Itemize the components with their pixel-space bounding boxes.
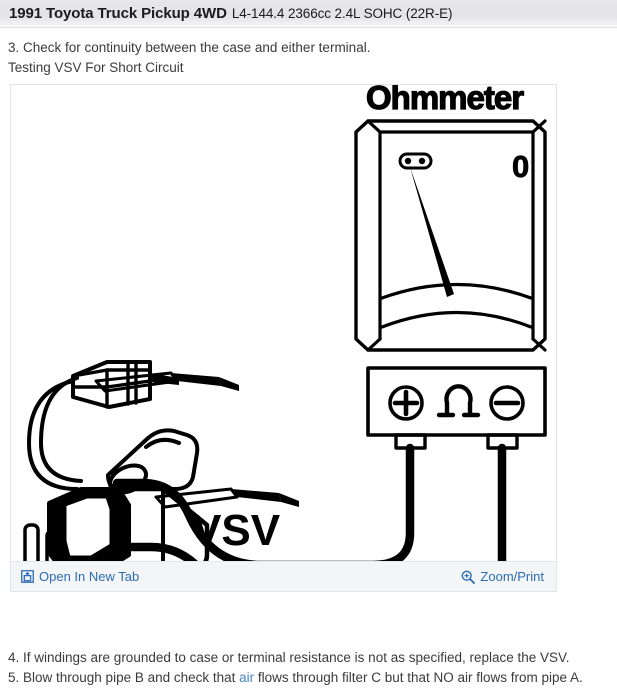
step-5-keyword-air: air (239, 670, 255, 685)
zoom-print-label: Zoom/Print (480, 569, 544, 584)
zoom-print-button[interactable]: Zoom/Print (461, 569, 544, 584)
steps-above-figure: 3. Check for continuity between the case… (8, 38, 608, 78)
step-5-text: 5. Blow through pipe B and check that ai… (8, 668, 613, 688)
meter-minus-terminal (489, 385, 525, 421)
figure-caption: Testing VSV For Short Circuit (8, 60, 184, 75)
open-in-new-tab-label: Open In New Tab (39, 569, 140, 584)
vsv-label: VSV (192, 506, 281, 555)
external-window-icon (21, 570, 34, 583)
magnifier-plus-icon (461, 570, 476, 584)
ohm-symbol (436, 384, 481, 418)
figure-image[interactable]: Ohmmeter 0 (11, 85, 556, 561)
step-4-pre: 4. If windings are grounded to case or t… (8, 650, 570, 665)
steps-below-figure: 4. If windings are grounded to case or t… (8, 648, 613, 688)
vsv-connector (71, 360, 179, 409)
vehicle-header-bar: 1991 Toyota Truck Pickup 4WD L4-144.4 23… (0, 0, 617, 28)
figure-panel: Ohmmeter 0 (10, 84, 557, 592)
step-3-text: 3. Check for continuity between the case… (8, 40, 371, 55)
meter-zero-mark: 0 (512, 149, 529, 184)
ohmmeter-label: Ohmmeter (366, 85, 524, 116)
figure-toolbar: Open In New Tab Zoom/Print (11, 561, 556, 591)
vsv-body (23, 376, 210, 561)
meter-plus-terminal (388, 385, 424, 421)
step-5-pre: 5. Blow through pipe B and check that (8, 670, 240, 685)
open-in-new-tab-button[interactable]: Open In New Tab (21, 569, 139, 584)
step-5-post: flows through filter C but that NO air f… (254, 670, 583, 685)
vehicle-engine-spec: L4-144.4 2366cc 2.4L SOHC (22R-E) (231, 6, 453, 21)
vsv-ohmmeter-diagram: Ohmmeter 0 (11, 85, 556, 561)
vehicle-title: 1991 Toyota Truck Pickup 4WD (9, 5, 227, 22)
ohmmeter-body: 0 (354, 119, 547, 450)
step-4-text: 4. If windings are grounded to case or t… (8, 648, 613, 668)
